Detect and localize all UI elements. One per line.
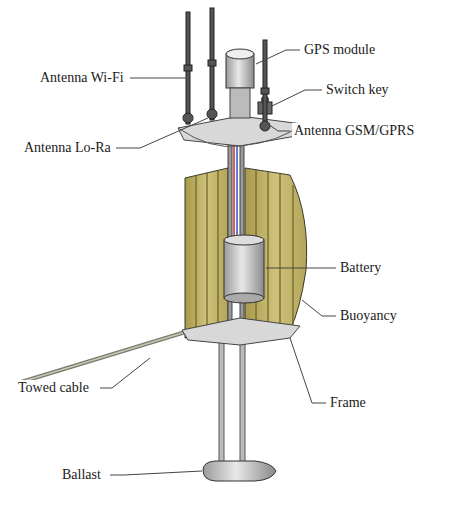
frame xyxy=(178,116,302,345)
leader-lines xyxy=(100,50,336,475)
part-label: Ballast xyxy=(60,467,103,482)
part-label: Buoyancy xyxy=(338,308,399,323)
ballast-rods xyxy=(219,340,245,465)
buoyancy-panels xyxy=(185,168,307,338)
battery xyxy=(224,235,264,303)
gps-module xyxy=(226,49,254,118)
part-label: Towed cable xyxy=(16,380,91,395)
antennas xyxy=(183,8,270,131)
part-label: GPS module xyxy=(302,42,377,57)
towed-cable xyxy=(18,330,192,383)
part-label: Frame xyxy=(328,395,368,410)
part-label: Battery xyxy=(338,260,383,275)
part-label: Antenna GSM/GPRS xyxy=(292,123,416,138)
part-label: Antenna Wi-Fi xyxy=(38,70,126,85)
ballast xyxy=(203,461,276,481)
part-label: Antenna Lo-Ra xyxy=(22,140,113,155)
part-label: Switch key xyxy=(324,82,391,97)
